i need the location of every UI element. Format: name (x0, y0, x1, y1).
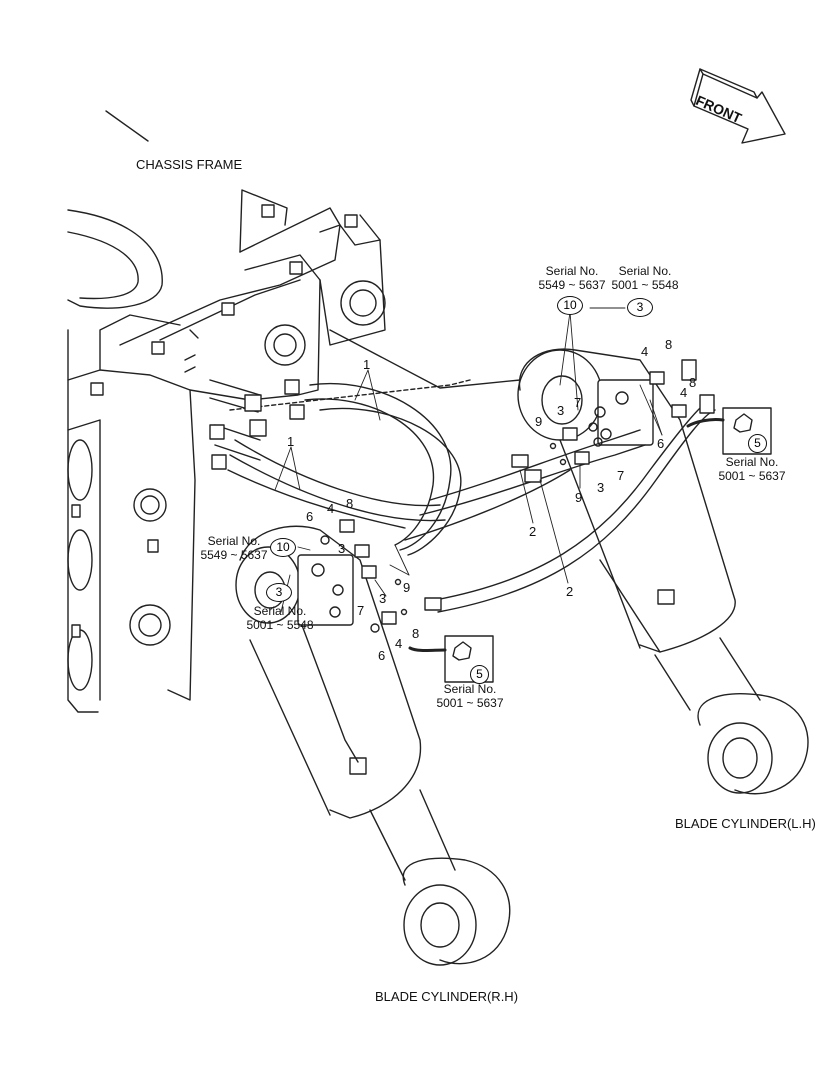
serial-note-rh-new: Serial No. 5549 ~ 5637 (194, 534, 274, 563)
blade-cylinder-rh-label: BLADE CYLINDER(R.H) (375, 989, 519, 1004)
callout-6-rh-b: 6 (378, 648, 386, 663)
callout-7-rh: 7 (357, 603, 365, 618)
callout-9-rh: 9 (403, 580, 411, 595)
callout-circle-5-rh: 5 (470, 665, 489, 684)
callout-4-rh-b: 4 (395, 636, 403, 651)
callout-4-rh-a: 4 (327, 501, 335, 516)
chassis-frame-drawing (67, 189, 521, 713)
serial-range: 5549 ~ 5637 (200, 547, 268, 562)
callout-2-lower: 2 (566, 584, 574, 599)
callout-9-lh-a: 9 (535, 414, 543, 429)
callout-1-upper: 1 (363, 357, 371, 372)
callout-7-lh-b: 7 (617, 468, 625, 483)
serial-note-rh-plug: Serial No. 5001 ~ 5637 (430, 682, 510, 711)
callout-6-lh: 6 (657, 436, 665, 451)
serial-range: 5549 ~ 5637 (538, 277, 606, 292)
leader-lines (274, 307, 663, 613)
callout-4-lh-a: 4 (641, 344, 649, 359)
callout-8-rh-b: 8 (412, 626, 420, 641)
serial-range: 5001 ~ 5637 (436, 695, 504, 710)
callout-circle-3-rh: 3 (266, 583, 292, 602)
callout-7-lh-a: 7 (574, 395, 582, 410)
callout-4-lh-b: 4 (680, 385, 688, 400)
callout-circle-3-lh: 3 (627, 298, 653, 317)
callout-3-rh-a: 3 (338, 541, 346, 556)
callout-circle-5-lh: 5 (748, 434, 767, 453)
chassis-leader (105, 110, 149, 142)
serial-range: 5001 ~ 5548 (611, 277, 679, 292)
callout-9-lh-b: 9 (575, 490, 583, 505)
chassis-frame-label: CHASSIS FRAME (136, 157, 243, 172)
serial-label: Serial No. (443, 682, 497, 696)
serial-label: Serial No. (618, 264, 672, 278)
blade-cylinder-lh-drawing (517, 348, 809, 795)
hoses-part-1 (209, 379, 462, 556)
serial-note-rh-old: Serial No. 5001 ~ 5548 (240, 604, 320, 633)
callout-3-lh-b: 3 (597, 480, 605, 495)
callout-8-lh-b: 8 (689, 375, 697, 390)
fittings-rh (320, 519, 408, 633)
callout-8-rh-a: 8 (346, 496, 354, 511)
callout-circle-10-lh: 10 (557, 296, 583, 315)
serial-note-lh-new: Serial No. 5549 ~ 5637 (532, 264, 612, 293)
serial-range: 5001 ~ 5548 (246, 617, 314, 632)
serial-label: Serial No. (725, 455, 779, 469)
hoses-part-2 (404, 399, 716, 613)
serial-label: Serial No. (545, 264, 599, 278)
callout-3-rh-b: 3 (379, 591, 387, 606)
serial-note-lh-plug: Serial No. 5001 ~ 5637 (712, 455, 792, 484)
serial-label: Serial No. (207, 534, 261, 548)
serial-label: Serial No. (253, 604, 307, 618)
front-arrow-icon (690, 68, 786, 144)
callout-3-lh-a: 3 (557, 403, 565, 418)
callout-2-upper: 2 (529, 524, 537, 539)
callout-8-lh-a: 8 (665, 337, 673, 352)
serial-range: 5001 ~ 5637 (718, 468, 786, 483)
blade-cylinder-lh-label: BLADE CYLINDER(L.H) (675, 816, 816, 831)
serial-note-lh-old: Serial No. 5001 ~ 5548 (605, 264, 685, 293)
fittings-lh (549, 359, 715, 466)
callout-circle-10-rh: 10 (270, 538, 296, 557)
callout-6-rh-a: 6 (306, 509, 314, 524)
blade-cylinder-rh-drawing (235, 525, 511, 966)
callout-1-lower: 1 (287, 434, 295, 449)
